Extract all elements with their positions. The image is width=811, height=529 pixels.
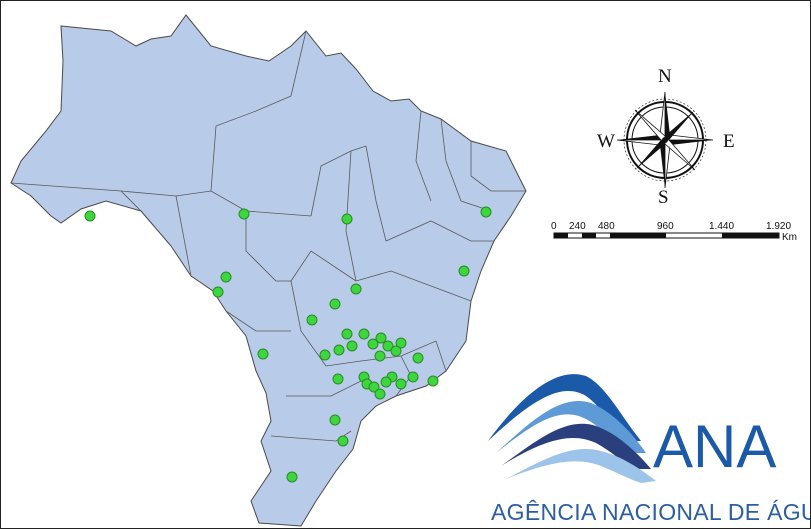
scale-unit-label: Km [782,232,797,243]
station-marker[interactable] [412,352,424,364]
scale-tick-label: 1.920 [766,221,791,232]
station-marker[interactable] [337,435,349,447]
station-marker[interactable] [374,388,386,400]
station-marker[interactable] [212,286,224,298]
station-marker[interactable] [374,350,386,362]
ana-wave-logo-icon [488,374,656,483]
compass-north-label: N [658,66,672,87]
scale-bar [553,232,780,239]
ana-acronym: ANA [653,413,776,480]
station-marker[interactable] [427,375,439,387]
station-marker[interactable] [382,340,394,352]
brazil-landmass [10,14,527,527]
scale-tick-label: 960 [657,221,674,232]
compass-south-label: S [658,187,669,208]
station-marker[interactable] [84,210,96,222]
station-marker[interactable] [319,349,331,361]
compass-east-label: E [723,131,735,152]
station-marker[interactable] [257,348,269,360]
station-marker[interactable] [329,298,341,310]
station-marker[interactable] [220,271,232,283]
scale-tick-label: 480 [598,221,615,232]
station-marker[interactable] [341,328,353,340]
agency-name-label: AGÊNCIA NACIONAL DE ÁGUAS [491,499,810,525]
scale-tick-label: 0 [551,221,557,232]
station-marker[interactable] [238,208,250,220]
station-marker[interactable] [395,337,407,349]
station-marker[interactable] [407,371,419,383]
station-marker[interactable] [395,378,407,390]
station-marker[interactable] [367,338,379,350]
station-marker[interactable] [358,328,370,340]
compass-rose-icon [616,91,714,189]
station-marker[interactable] [375,332,387,344]
station-marker[interactable] [341,213,353,225]
station-marker[interactable] [350,283,362,295]
station-marker[interactable] [480,206,492,218]
scale-tick-label: 240 [569,221,586,232]
station-marker[interactable] [332,373,344,385]
compass-west-label: W [597,131,615,152]
station-marker[interactable] [333,344,345,356]
station-marker[interactable] [368,381,380,393]
station-marker[interactable] [286,471,298,483]
station-marker[interactable] [306,314,318,326]
station-marker[interactable] [458,265,470,277]
station-marker[interactable] [329,414,341,426]
station-marker[interactable] [390,345,402,357]
state-borders [10,30,526,442]
scale-tick-label: 1.440 [709,221,734,232]
station-marker[interactable] [346,340,358,352]
station-marker[interactable] [380,376,392,388]
